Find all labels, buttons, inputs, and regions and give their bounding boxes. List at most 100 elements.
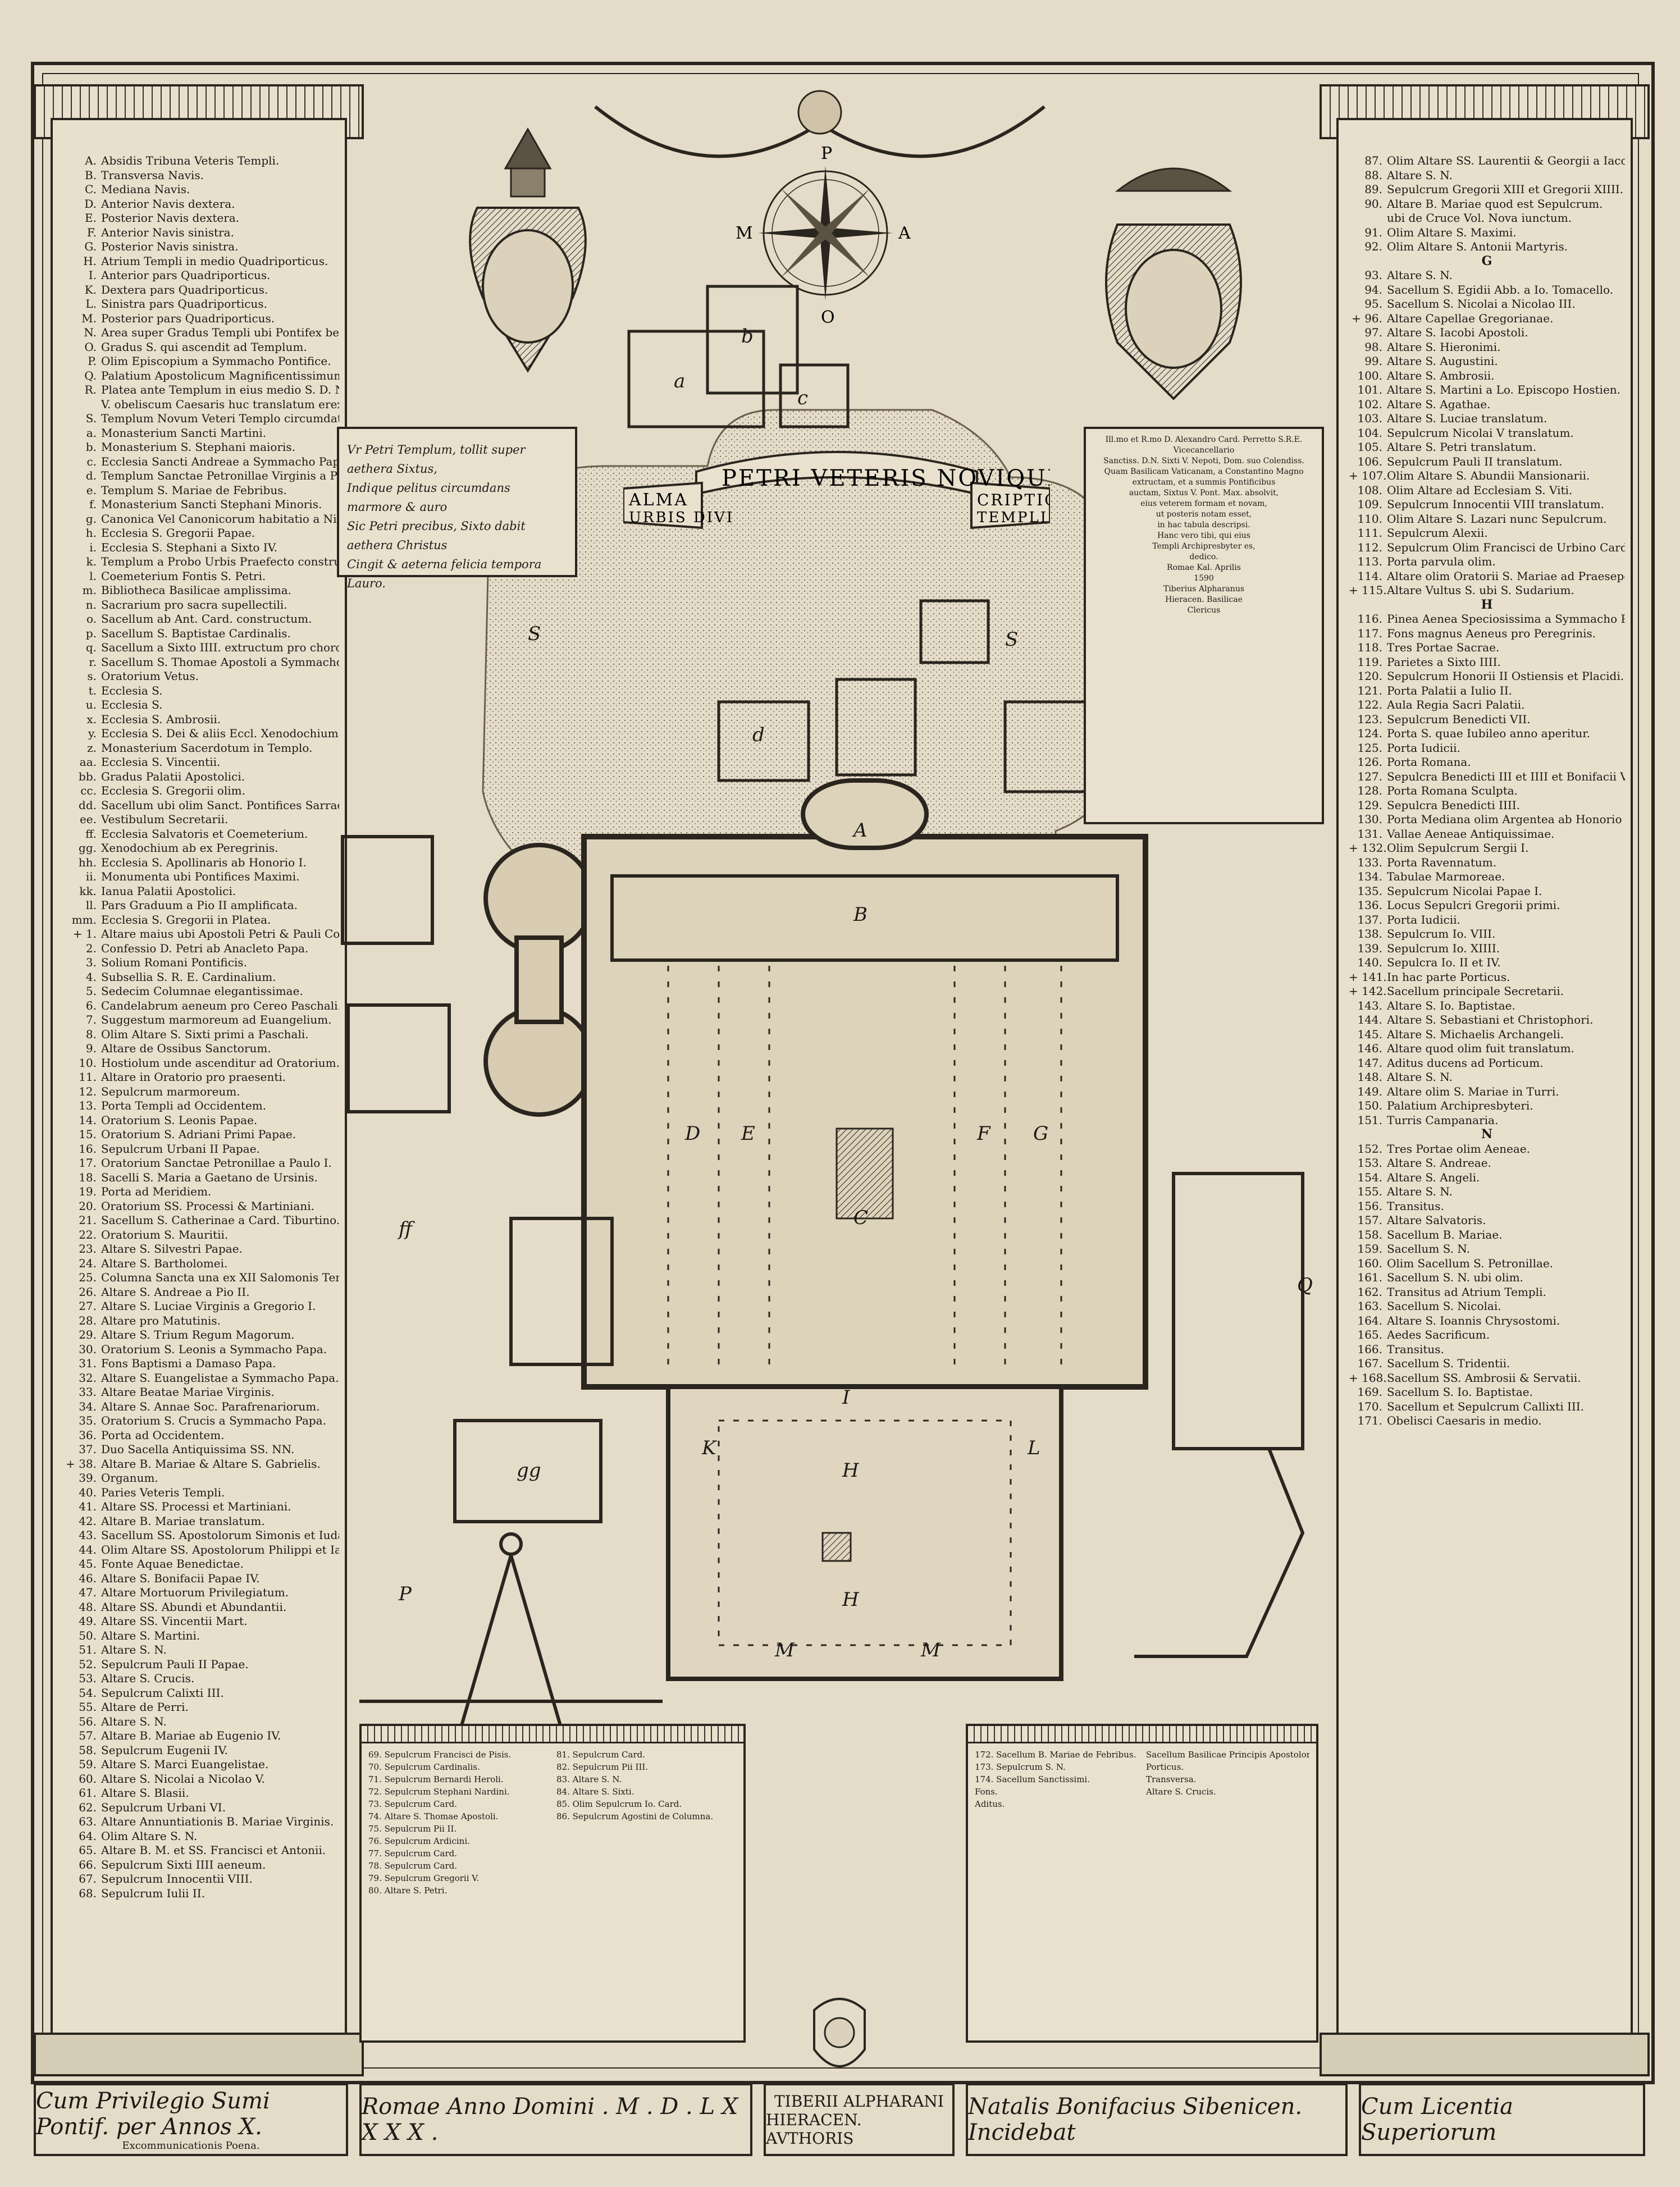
legend-entry: y.Ecclesia S. Dei & aliis Eccl. Xenodoch… xyxy=(63,727,339,741)
legend-entry-text: Monasterium Sancti Stephani Minoris. xyxy=(101,497,322,511)
legend-entry-key: x. xyxy=(86,712,97,726)
legend-entry-text: Altare de Ossibus Sanctorum. xyxy=(101,1042,271,1055)
engraver-cell: Natalis Bonifacius Sibenicen. Incidebat xyxy=(966,2083,1348,2156)
legend-entry: 65.Altare B. M. et SS. Francisci et Anto… xyxy=(63,1843,339,1858)
legend-entry: A.Absidis Tribuna Veteris Templi. xyxy=(63,154,339,168)
legend-entry-text: Sepulcra Benedicti IIII. xyxy=(1387,798,1521,812)
panel-cornice xyxy=(968,1726,1316,1743)
legend-entry-text: Hostiolum unde ascenditur ad Oratorium. xyxy=(101,1056,339,1070)
legend-entry: n.Sacrarium pro sacra supellectili. xyxy=(63,598,339,613)
legend-entry-text: Altare S. Andreae a Pio II. xyxy=(101,1285,250,1299)
legend-entry-key: 49. xyxy=(79,1614,97,1628)
legend-entry: G xyxy=(1349,254,1625,269)
legend-entry: 88.Altare S. N. xyxy=(1349,168,1625,183)
legend-entry-key: 151. xyxy=(1357,1113,1382,1127)
legend-entry-text: Sepulcrum Eugenii IV. xyxy=(101,1743,228,1757)
engraver-text: Natalis Bonifacius Sibenicen. Incidebat xyxy=(968,2094,1303,2145)
legend-entry: 58.Sepulcrum Eugenii IV. xyxy=(63,1743,339,1758)
legend-entry-text: Columna Sancta una ex XII Salomonis Temp… xyxy=(101,1271,339,1284)
legend-entry-text: Ecclesia S. xyxy=(101,683,163,697)
legend-entry-text: Olim Altare SS. Apostolorum Philippi et … xyxy=(101,1542,339,1556)
legend-entry-key: 62. xyxy=(79,1800,97,1814)
legend-entry: dd.Sacellum ubi olim Sanct. Pontifices S… xyxy=(63,798,339,813)
legend-entry-text: Sacellum SS. Apostolorum Simonis et Iuda… xyxy=(101,1528,339,1542)
legend-entry-text: Dextera pars Quadriporticus. xyxy=(101,282,268,296)
legend-entry-key: dd. xyxy=(79,798,97,812)
legend-entry: 19.Porta ad Meridiem. xyxy=(63,1185,339,1199)
legend-entry-key: 9. xyxy=(85,1042,97,1055)
legend-entry-text: Solium Romani Pontificis. xyxy=(101,956,247,969)
dedication-line: extructam, et a summis Pontificibus xyxy=(1132,478,1276,487)
legend-entry: D.Anterior Navis dextera. xyxy=(63,197,339,212)
legend-entry-text: Olim Altare S. Maximi. xyxy=(1387,225,1517,239)
legend-entry-text: Altare S. Bartholomei. xyxy=(101,1256,228,1270)
legend-entry-key: Q. xyxy=(84,368,97,382)
legend-entry-text: Ecclesia S. xyxy=(101,698,163,711)
legend-entry: 15.Oratorium S. Adriani Primi Papae. xyxy=(63,1127,339,1142)
legend-entry-text: Sacellum S. Nicolai a Nicolao III. xyxy=(1387,297,1576,311)
legend-entry-key: 54. xyxy=(79,1686,97,1700)
legend-entry: 118.Tres Portae Sacrae. xyxy=(1349,641,1625,655)
legend-entry: ll.Pars Graduum a Pio II amplificata. xyxy=(63,898,339,913)
legend-entry-key: s. xyxy=(87,669,97,683)
legend-entry-key: 131. xyxy=(1357,827,1382,841)
legend-entry-text: Altare S. Trium Regum Magorum. xyxy=(101,1328,295,1341)
legend-entry-text: Sacellum S. Io. Baptistae. xyxy=(1387,1385,1533,1399)
legend-entry-key: 145. xyxy=(1357,1027,1382,1041)
legend-entry-key: mm. xyxy=(71,912,97,926)
legend-entry-key: i. xyxy=(89,540,97,554)
legend-entry-key: 90. xyxy=(1364,197,1382,211)
dedication-line: Templi Archipresbyter es, xyxy=(1152,542,1256,551)
legend-entry-text: Organum. xyxy=(101,1471,158,1485)
legend-entry: z.Monasterium Sacerdotum in Templo. xyxy=(63,741,339,756)
legend-entry-key: l. xyxy=(89,569,97,583)
cardinal-arms xyxy=(1105,167,1242,400)
legend-entry-key: 34. xyxy=(79,1399,97,1413)
legend-entry-key: 4. xyxy=(85,970,97,984)
legend-entry: 32.Altare S. Euangelistae a Symmacho Pap… xyxy=(63,1371,339,1386)
legend-entry-key: + 96. xyxy=(1352,311,1382,325)
legend-entry-text: Altare B. Mariae ab Eugenio IV. xyxy=(101,1729,281,1742)
legend-entry-text: Sacellum ab Ant. Card. constructum. xyxy=(101,612,312,625)
legend-entry: 144.Altare S. Sebastiani et Christophori… xyxy=(1349,1013,1625,1028)
legend-entry: 163.Sacellum S. Nicolai. xyxy=(1349,1299,1625,1314)
legend-entry: k.Templum a Probo Urbis Praefecto constr… xyxy=(63,555,339,569)
legend-entry: I.Anterior pars Quadriporticus. xyxy=(63,268,339,283)
legend-entry-text: Sepulcrum Alexii. xyxy=(1387,526,1488,540)
legend-entry-text: Mediana Navis. xyxy=(101,182,190,196)
legend-entry-key: 14. xyxy=(79,1113,97,1127)
legend-entry-text: G xyxy=(1481,254,1492,268)
legend-entry-text: Oratorium S. Mauritii. xyxy=(101,1227,229,1241)
legend-entry-key: 152. xyxy=(1357,1142,1382,1156)
privilege-text: Cum Privilegio Sumi Pontif. per Annos X. xyxy=(36,2088,270,2140)
legend-entry: ii.Monumenta ubi Pontifices Maximi. xyxy=(63,870,339,884)
legend-entry-key: 164. xyxy=(1357,1313,1382,1327)
legend-entry: + 142.Sacellum principale Secretarii. xyxy=(1349,984,1625,999)
label-B: B xyxy=(853,903,868,926)
compass-label-w: M xyxy=(736,223,753,243)
legend-entry-key: z. xyxy=(87,741,97,755)
label-gg: gg xyxy=(517,1459,541,1482)
legend-entry-text: Absidis Tribuna Veteris Templi. xyxy=(101,154,280,167)
legend-entry-key: 127. xyxy=(1357,769,1382,783)
legend-entry-text: Ecclesia S. Gregorii olim. xyxy=(101,784,245,797)
legend-entry-text: Altare S. Luciae Virginis a Gregorio I. xyxy=(101,1299,316,1313)
left-cartouche: Vr Petri Templum, tollit super aethera S… xyxy=(337,427,577,590)
legend-entry-text: Aedes Sacrificum. xyxy=(1387,1328,1490,1341)
legend-entry-key: 153. xyxy=(1357,1156,1382,1170)
legend-entry-key: 52. xyxy=(79,1657,97,1671)
legend-entry: 40.Paries Veteris Templi. xyxy=(63,1486,339,1500)
legend-entry-key: 59. xyxy=(79,1757,97,1771)
legend-entry-key: 20. xyxy=(79,1199,97,1213)
legend-entry-key: ii. xyxy=(85,870,97,883)
legend-entry: 25.Columna Sancta una ex XII Salomonis T… xyxy=(63,1271,339,1285)
legend-entry-key: 147. xyxy=(1357,1056,1382,1070)
legend-entry-key: M. xyxy=(81,311,97,325)
legend-entry-key: 159. xyxy=(1357,1242,1382,1255)
legend-entry-text: Olim Altare ad Ecclesiam S. Viti. xyxy=(1387,483,1573,497)
legend-entry-key: + 115. xyxy=(1349,583,1387,597)
panel-right-column-1: 172. Sacellum B. Mariae de Febribus.173.… xyxy=(975,1748,1138,2035)
legend-entry-text: Bibliotheca Basilicae amplissima. xyxy=(101,583,292,597)
legend-entry-key: 45. xyxy=(79,1557,97,1570)
legend-entry-text: Sepulcrum Pauli II Papae. xyxy=(101,1657,249,1671)
